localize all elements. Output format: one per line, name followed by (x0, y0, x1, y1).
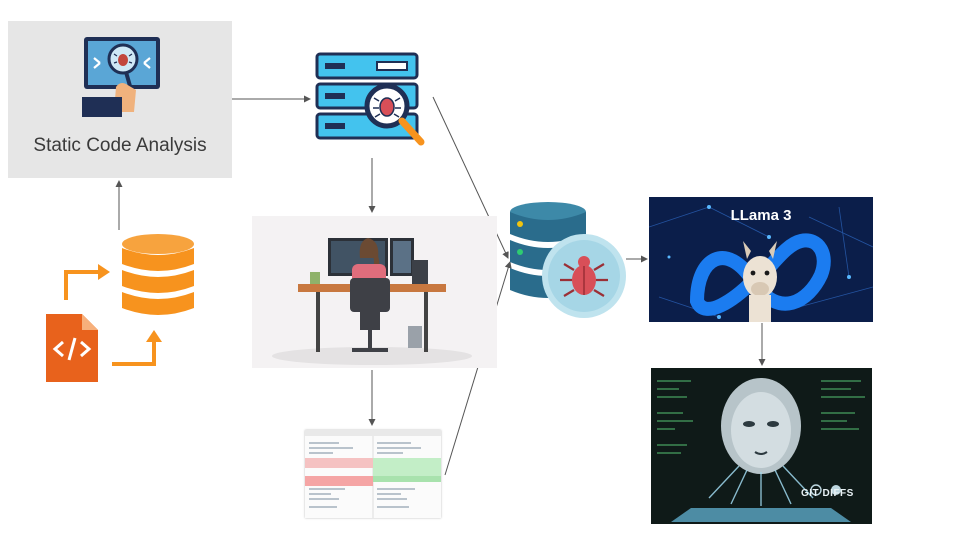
bug-search-monitor-icon (82, 37, 160, 117)
llama-logo (743, 241, 777, 322)
git-diffs-badge: GIT DIFFS (801, 488, 854, 499)
bug-database-icon (510, 202, 626, 318)
server-bug-icon (315, 52, 425, 146)
developer-workstation-illustration (252, 216, 497, 368)
llama-card: LLama 3 (649, 197, 873, 322)
cycle-arrows (64, 264, 162, 366)
source-to-database-group (46, 234, 194, 382)
static-code-analysis-card: Static Code Analysis (8, 21, 232, 178)
ai-head-illustration: GIT DIFFS (651, 368, 872, 524)
llama-title: LLama 3 (730, 207, 792, 224)
code-diff-screenshot (305, 430, 441, 518)
static-code-analysis-label: Static Code Analysis (33, 135, 207, 156)
network-background (649, 205, 873, 322)
database-icon (122, 234, 194, 315)
source-code-file-icon (46, 314, 98, 382)
